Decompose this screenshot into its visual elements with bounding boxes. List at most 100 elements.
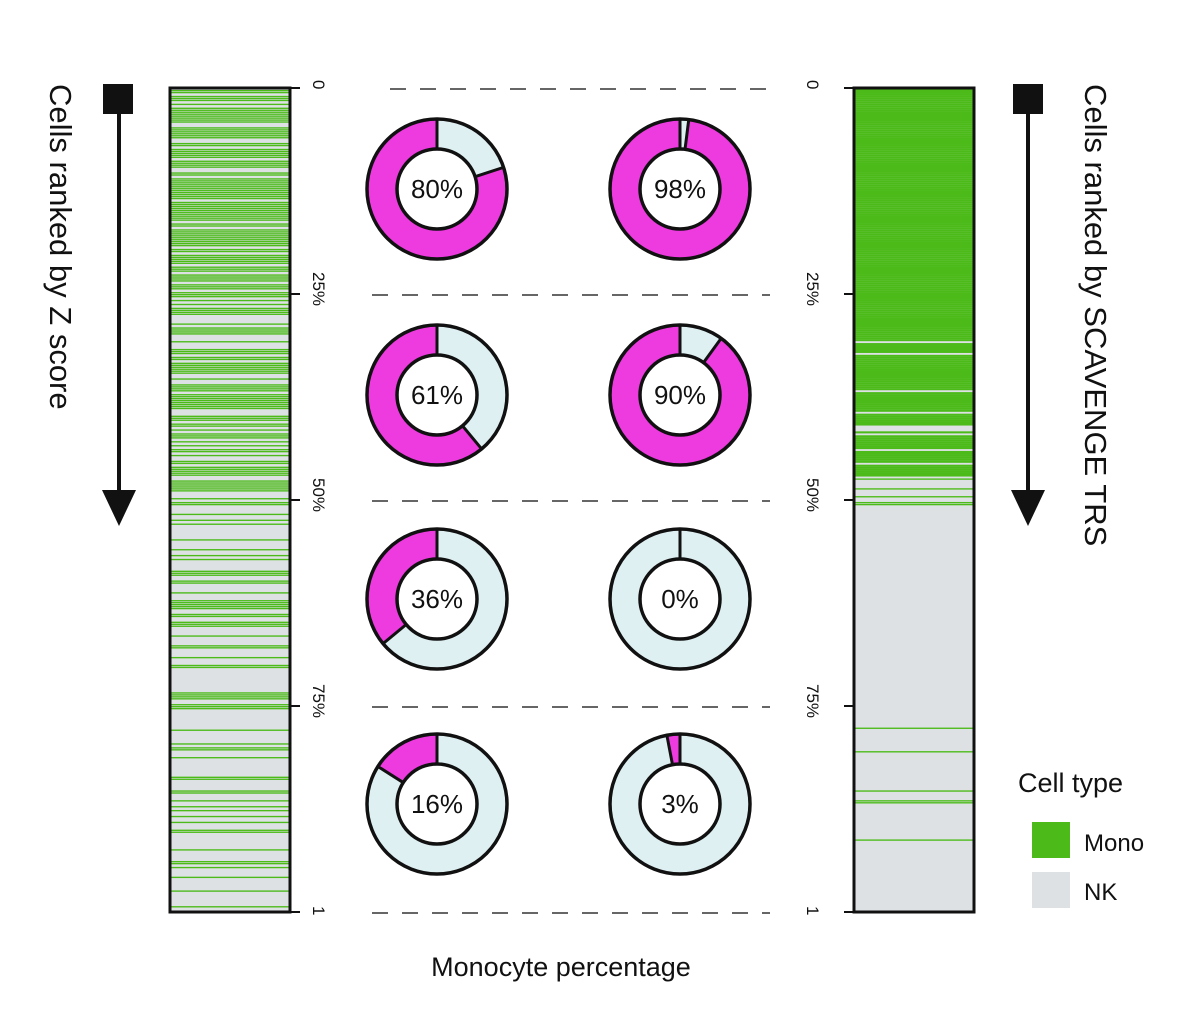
heatmap-cell-stripe bbox=[170, 172, 290, 174]
heatmap-cell-stripe bbox=[170, 115, 290, 117]
heatmap-cell-stripe bbox=[854, 246, 974, 249]
heatmap-cell-stripe bbox=[854, 802, 974, 804]
heatmap-cell-stripe bbox=[170, 331, 290, 333]
donut-slice-divider bbox=[683, 119, 691, 150]
heatmap-cell-stripe bbox=[170, 747, 290, 749]
heatmap-cell-stripe bbox=[854, 203, 974, 206]
heatmap-cell-stripe bbox=[854, 111, 974, 114]
heatmap-cell-stripe bbox=[170, 137, 290, 139]
left-arrow-head bbox=[102, 490, 136, 526]
heatmap-cell-stripe bbox=[854, 295, 974, 299]
heatmap-cell-stripe bbox=[170, 570, 290, 572]
heatmap-cell-stripe bbox=[854, 346, 974, 350]
heatmap-cell-stripe bbox=[170, 866, 290, 869]
donut-percent-label: 90% bbox=[654, 380, 706, 410]
heatmap-cell-stripe bbox=[170, 757, 290, 759]
donut-chart: 3% bbox=[608, 732, 752, 876]
heatmap-cell-stripe bbox=[854, 474, 974, 477]
heatmap-cell-stripe bbox=[854, 107, 974, 110]
heatmap-cell-stripe bbox=[170, 195, 290, 198]
heatmap-cell-stripe bbox=[170, 388, 290, 390]
heatmap-cell-stripe bbox=[170, 95, 290, 98]
heatmap-cell-stripe bbox=[854, 315, 974, 318]
heatmap-cell-stripe bbox=[854, 201, 974, 204]
heatmap-cell-stripe bbox=[854, 182, 974, 185]
heatmap-cell-stripe bbox=[170, 484, 290, 486]
heatmap-cell-stripe bbox=[854, 184, 974, 187]
heatmap-cell-stripe bbox=[854, 276, 974, 279]
heatmap-cell-stripe bbox=[854, 472, 974, 475]
heatmap-cell-stripe bbox=[854, 105, 974, 108]
heatmap-cell-stripe bbox=[854, 399, 974, 402]
heatmap-cell-stripe bbox=[170, 558, 290, 561]
heatmap-cell-stripe bbox=[854, 154, 974, 157]
heatmap-cell-stripe bbox=[170, 482, 290, 484]
donut-percent-label: 80% bbox=[411, 174, 463, 204]
heatmap-cell-stripe bbox=[854, 458, 974, 461]
heatmap-cell-stripe bbox=[170, 809, 290, 812]
heatmap-cell-stripe bbox=[170, 99, 290, 102]
heatmap-cell-stripe bbox=[854, 290, 974, 293]
left-axis-title: Cells ranked by Z score bbox=[43, 84, 78, 410]
heatmap-cell-stripe bbox=[854, 288, 974, 291]
heatmap-cell-stripe bbox=[170, 419, 290, 421]
heatmap-cell-stripe bbox=[170, 462, 290, 465]
heatmap-cell-stripe bbox=[170, 415, 290, 418]
heatmap-cell-stripe bbox=[170, 352, 290, 355]
heatmap-cell-stripe bbox=[854, 207, 974, 210]
heatmap-cell-stripe bbox=[170, 466, 290, 469]
heatmap-cell-stripe bbox=[854, 121, 974, 124]
heatmap-cell-stripe bbox=[854, 356, 974, 359]
legend-label-nk: NK bbox=[1084, 879, 1117, 906]
heatmap-cell-stripe bbox=[854, 217, 974, 220]
heatmap-cell-stripe bbox=[854, 329, 974, 332]
heatmap-cell-stripe bbox=[854, 331, 974, 334]
heatmap-cell-stripe bbox=[854, 325, 974, 328]
heatmap-cell-stripe bbox=[854, 115, 974, 118]
heatmap-cell-stripe bbox=[854, 191, 974, 195]
donut-slice-divider bbox=[461, 424, 483, 450]
x-axis-label: Monocyte percentage bbox=[431, 952, 691, 982]
heatmap-cell-stripe bbox=[854, 140, 974, 144]
legend-swatch-nk bbox=[1032, 872, 1070, 908]
donut-inner-ring bbox=[395, 147, 479, 231]
heatmap-cell-stripe bbox=[170, 362, 290, 365]
heatmap-cell-stripe bbox=[170, 184, 290, 186]
heatmap-cell-stripe bbox=[854, 150, 974, 153]
heatmap-cell-stripe bbox=[854, 129, 974, 132]
heatmap-cell-stripe bbox=[170, 396, 290, 398]
donut-inner-ring bbox=[638, 147, 722, 231]
heatmap-cell-stripe bbox=[170, 190, 290, 192]
heatmap-cell-stripe bbox=[170, 295, 290, 298]
legend-label-mono: Mono bbox=[1084, 830, 1144, 857]
heatmap-cell-stripe bbox=[854, 101, 974, 104]
heatmap-cell-stripe bbox=[854, 97, 974, 100]
heatmap-cell-stripe bbox=[854, 401, 974, 404]
heatmap-cell-stripe bbox=[854, 244, 974, 248]
heatmap-cell-stripe bbox=[170, 623, 290, 625]
heatmap-cell-stripe bbox=[170, 549, 290, 551]
heatmap-cell-stripe bbox=[170, 307, 290, 310]
heatmap-cell-stripe bbox=[170, 197, 290, 200]
heatmap-cell-stripe bbox=[854, 99, 974, 102]
heatmap-cell-stripe bbox=[854, 270, 974, 273]
heatmap-cell-stripe bbox=[854, 239, 974, 242]
heatmap-cell-stripe bbox=[170, 327, 290, 329]
heatmap-cell-stripe bbox=[854, 278, 974, 281]
heatmap-cell-stripe bbox=[854, 152, 974, 155]
heatmap-cell-stripe bbox=[854, 450, 974, 454]
left-cell-rank-heatmap bbox=[168, 86, 292, 914]
heatmap-cell-stripe bbox=[854, 454, 974, 457]
heatmap-cell-stripe bbox=[170, 401, 290, 404]
heatmap-cell-stripe bbox=[170, 223, 290, 225]
right-tick-label: 25% bbox=[803, 272, 822, 306]
heatmap-cell-stripe bbox=[170, 366, 290, 368]
donut-chart: 80% bbox=[365, 117, 509, 261]
heatmap-cell-stripe bbox=[170, 209, 290, 212]
heatmap-cell-stripe bbox=[854, 303, 974, 306]
heatmap-cell-stripe bbox=[170, 441, 290, 443]
heatmap-cell-stripe bbox=[170, 800, 290, 802]
donut-outer-ring bbox=[608, 527, 752, 671]
heatmap-cell-stripe bbox=[170, 776, 290, 778]
heatmap-cell-stripe bbox=[170, 862, 290, 865]
